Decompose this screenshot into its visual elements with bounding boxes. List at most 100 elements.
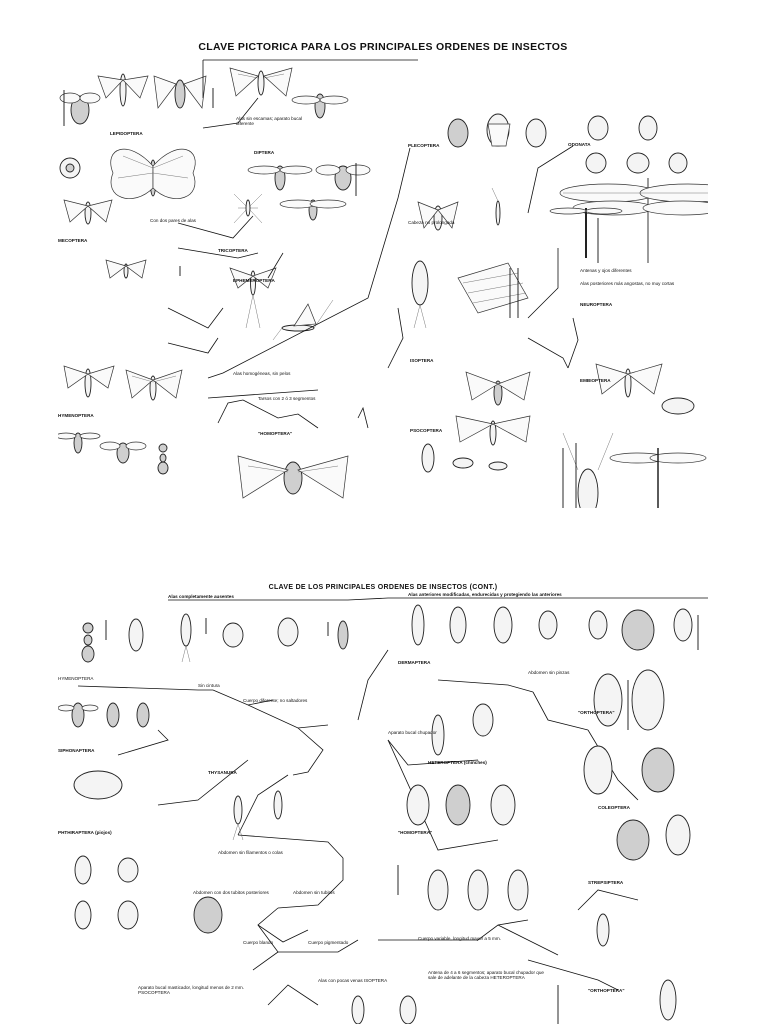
insect-lacewing-2-icon — [595, 363, 663, 398]
insect-bee-4-icon — [136, 702, 150, 728]
insect-psocid-icon — [421, 443, 435, 473]
insect-fly-2-icon — [247, 165, 313, 191]
key-panel-1: CLAVE PICTORICA PARA LOS PRINCIPALES ORD… — [58, 38, 708, 508]
label-orthoptera: "ORTHOPTERA" — [578, 710, 615, 715]
label-tricoptera: TRICOPTERA — [218, 248, 248, 253]
label-mecoptera: MECOPTERA — [58, 238, 88, 243]
butterfly-icon — [110, 148, 196, 199]
insect-bug-10-icon — [427, 869, 449, 911]
insect-bee-3-icon — [106, 702, 120, 728]
insect-aphid-icon — [193, 896, 223, 934]
insect-silverfish-icon — [180, 613, 192, 663]
scale-bars — [63, 88, 599, 508]
label-ephemeroptera: EPHEMEROPTERA — [233, 278, 275, 283]
label-cuerpo-pigmentado: Cuerpo pigmentado — [308, 940, 349, 945]
label-isoptera-2: Alas con pocas venas ISOPTERA — [318, 978, 388, 983]
insect-moth-3-icon — [465, 371, 531, 406]
label-abdomen-sin-pinzas: Abdomen sin pinzas — [528, 670, 570, 675]
insect-scorpionfly-icon — [417, 201, 459, 231]
insect-louse-4-icon — [74, 855, 92, 885]
label-aparato-chupador: Aparato bucal chupador — [388, 730, 437, 735]
insect-termite-icon — [351, 995, 365, 1024]
insect-lacewing-3-icon — [609, 448, 707, 508]
insect-psocid-2-icon — [596, 913, 610, 947]
insect-head-icon — [59, 157, 81, 179]
label-psocoptera-2: Aparato bucal masticador, longitud menos… — [138, 985, 244, 996]
insect-fly-icon — [59, 92, 101, 125]
insect-hymenoptera-icon — [58, 432, 101, 454]
insect-beetle-3-icon — [525, 118, 547, 148]
insect-bug-13-icon — [659, 979, 677, 1021]
panel-1-illustrations — [58, 59, 708, 508]
key-lines-2 — [77, 597, 708, 1006]
label-sin-tubitos: Abdomen sin tubitos — [293, 890, 335, 895]
panel-2-title: CLAVE DE LOS PRINCIPALES ORDENES DE INSE… — [268, 584, 498, 591]
label-cuerpo-blando: Cuerpo blando — [243, 940, 274, 945]
insect-lacewing-icon — [125, 369, 183, 401]
insect-bee-icon — [99, 441, 147, 464]
label-psocoptera: PSOCOPTERA — [410, 428, 443, 433]
insect-bee-2-icon — [58, 702, 99, 728]
label-thysanura: THYSANURA — [208, 770, 237, 775]
insect-cicada-large-icon — [237, 455, 349, 499]
insect-louse-5-icon — [117, 857, 139, 883]
label-alas-sin-escamas: Alas sin escamas; aparato bucal diferent… — [236, 116, 303, 127]
insect-bug-8-icon — [445, 784, 471, 826]
insect-small-icon — [452, 457, 474, 469]
insect-katydid-icon — [631, 669, 665, 731]
label-antenas-ojos: Antenas y ojos diferentes — [580, 268, 632, 273]
insect-thysanura-2-icon — [273, 790, 283, 820]
insect-bug-2-icon — [638, 115, 658, 141]
insect-beetle-9-icon — [583, 745, 613, 795]
insect-scorpionfly-2-icon — [491, 187, 501, 226]
label-neuroptera: NEUROPTERA — [580, 302, 613, 307]
insect-beetle-11-icon — [616, 819, 650, 861]
insect-small-2-icon — [488, 461, 508, 471]
label-sin-cintura: Sin cintura — [198, 683, 220, 688]
label-orthoptera-2: "ORTHOPTERA" — [588, 988, 625, 993]
insect-mayfly-2-icon — [272, 299, 334, 341]
label-heteroptera: HETEROPTERA (chinches) — [428, 760, 487, 765]
insect-moth-large-icon — [229, 67, 293, 97]
insect-louse-2-icon — [277, 617, 299, 647]
label-alas-modificadas: Alas anteriores modificadas, endurecidas… — [408, 592, 562, 597]
insect-grasshopper-icon — [593, 673, 623, 727]
label-dos-tubitos: Abdomen con dos tubitos posteriores — [193, 890, 269, 895]
insect-louse-icon — [128, 618, 144, 652]
label-heteroptera-2: Antena de 4 a 6 segmentos; aparato bucal… — [428, 970, 544, 981]
insect-beetle-7-icon — [588, 610, 608, 640]
insect-flea-icon — [222, 622, 244, 648]
insect-louse-7-icon — [117, 900, 139, 930]
insect-earwig-icon — [562, 432, 614, 508]
label-odonata: ODONATA — [568, 142, 591, 147]
insect-moth-icon — [97, 73, 149, 107]
label-siphonaptera: SIPHONAPTERA — [58, 748, 95, 753]
insect-ladybird-icon — [621, 609, 655, 651]
insect-small-moth-icon — [105, 259, 147, 279]
label-hymenoptera-2: HYMENOPTERA — [58, 676, 94, 681]
label-coleoptera: COLEOPTERA — [598, 805, 630, 810]
insect-termite-2-icon — [399, 995, 417, 1024]
scale-bars-2 — [105, 615, 699, 1024]
insect-termite-wing-icon — [455, 415, 531, 446]
panel-1-title: CLAVE PICTORICA PARA LOS PRINCIPALES ORD… — [198, 41, 568, 53]
insect-cranefly-icon — [233, 193, 263, 224]
label-homoptera: "HOMOPTERA" — [258, 431, 293, 436]
insect-mantis-icon — [431, 714, 445, 756]
insect-bug-5-icon — [668, 152, 688, 174]
insect-moth-small-icon — [63, 199, 113, 225]
insect-beetle-5-icon — [493, 606, 513, 644]
label-isoptera: ISOPTERA — [410, 358, 434, 363]
insect-bug-3-icon — [585, 152, 607, 174]
insect-mayfly-icon — [229, 267, 277, 329]
dragonfly-icon — [559, 178, 708, 263]
label-cuerpo-variable: Cuerpo variable, longitud mayor a 5 mm. — [418, 936, 501, 941]
label-strepsiptera: STREPSIPTERA — [588, 880, 624, 885]
panel-2-illustrations — [58, 597, 708, 1024]
insect-cicada-icon — [153, 75, 207, 109]
label-phthiraptera: PHTHIRAPTERA (piojos) — [58, 830, 112, 835]
insect-beetle-4-icon — [449, 606, 467, 644]
insect-beetle-10-icon — [641, 747, 675, 793]
insect-bug-icon — [587, 115, 609, 141]
label-alas-ausentes: Alas completamente ausentes — [168, 594, 234, 599]
